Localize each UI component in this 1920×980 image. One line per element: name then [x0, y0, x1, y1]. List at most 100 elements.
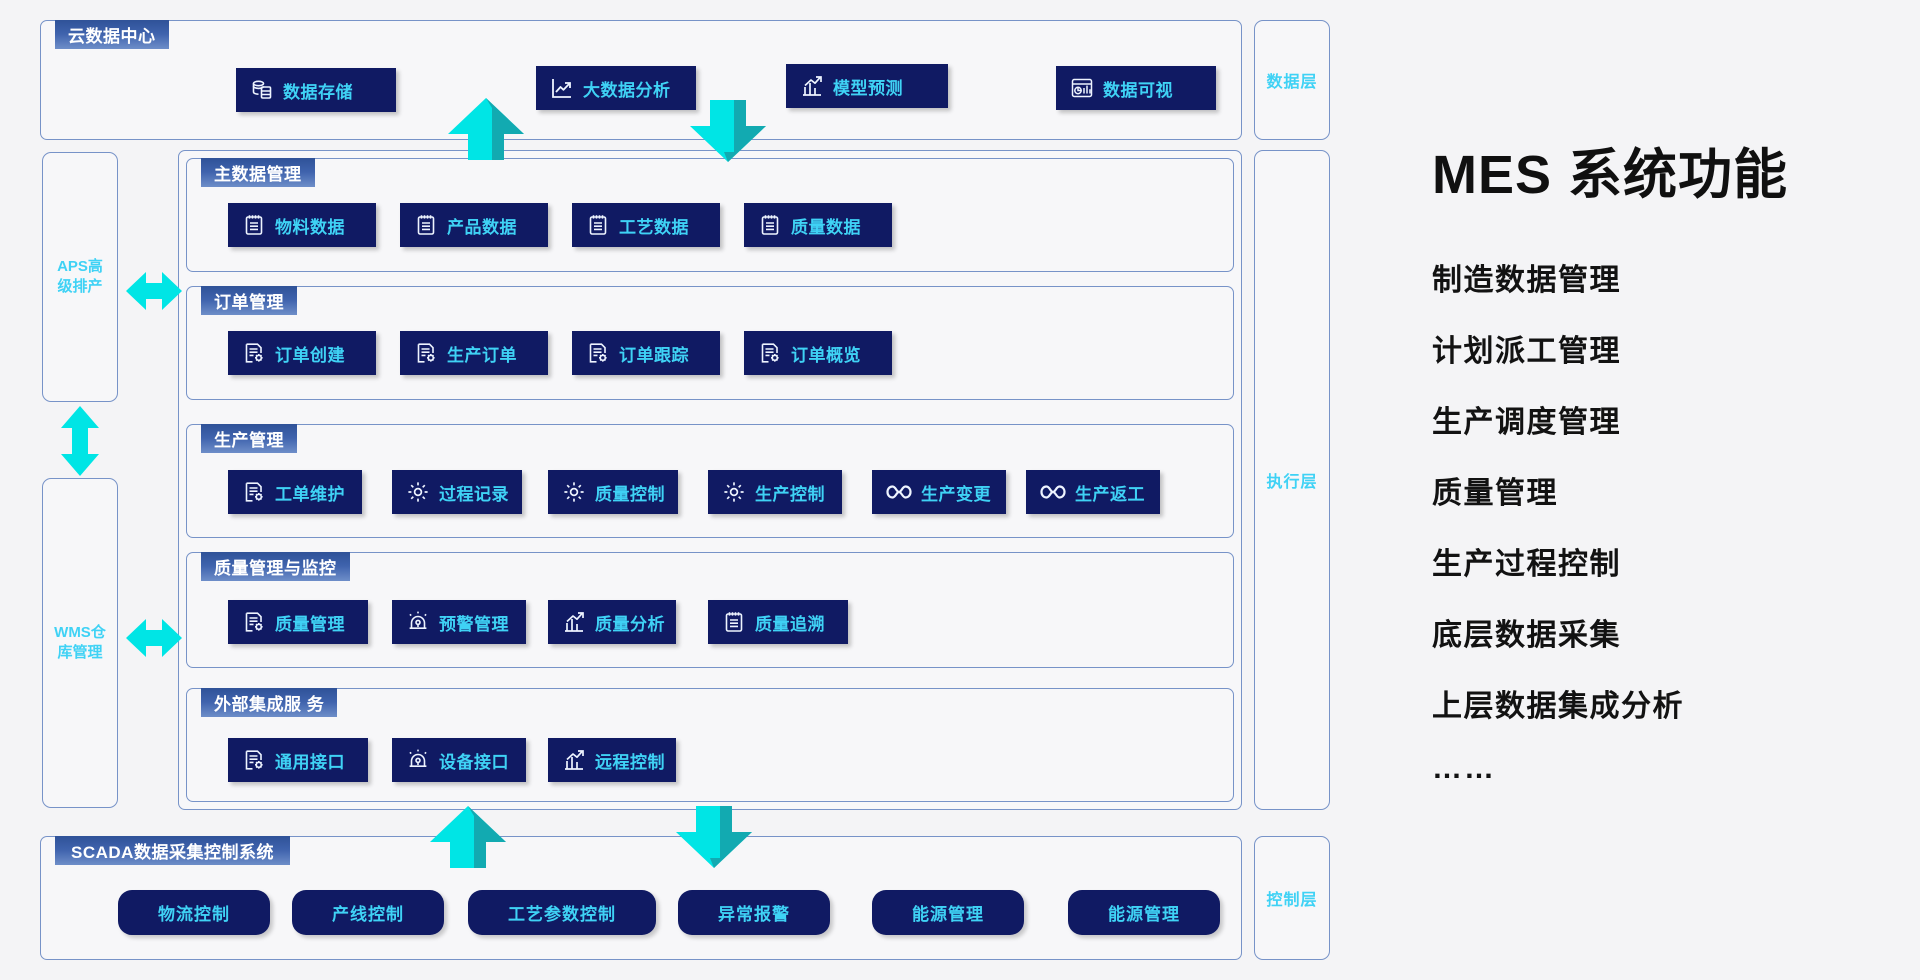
- cloud-button-label: 模型预测: [833, 78, 903, 98]
- master-data-button-label: 物料数据: [275, 217, 345, 237]
- quality-button-质量追溯[interactable]: 质量追溯: [708, 600, 848, 644]
- scada-button-物流控制-0[interactable]: 物流控制: [118, 890, 270, 935]
- order-button-订单跟踪[interactable]: 订单跟踪: [572, 331, 720, 375]
- production-button-工单维护[interactable]: 工单维护: [228, 470, 362, 514]
- production-button-label: 生产控制: [755, 484, 825, 504]
- quality-button-预警管理[interactable]: 预警管理: [392, 600, 526, 644]
- gear-icon: [562, 480, 586, 504]
- master-data-button-产品数据[interactable]: 产品数据: [400, 203, 548, 247]
- integration-button-设备接口[interactable]: 设备接口: [392, 738, 526, 782]
- scada-button-label: 能源管理: [912, 905, 984, 924]
- layer-chip-data: 数据层: [1254, 20, 1330, 140]
- feature-item: 生产过程控制: [1432, 548, 1621, 581]
- infinity-icon: [886, 481, 912, 503]
- bar-chart-arrow-icon: [562, 610, 586, 634]
- master-data-button-label: 产品数据: [447, 217, 517, 237]
- feature-item: 制造数据管理: [1432, 264, 1621, 297]
- cloud-button-大数据分析[interactable]: 大数据分析: [536, 66, 696, 110]
- order-button-label: 生产订单: [447, 345, 517, 365]
- production-button-label: 质量控制: [595, 484, 665, 504]
- quality-button-label: 预警管理: [439, 614, 509, 634]
- form-gear-icon: [242, 341, 266, 365]
- quality-button-质量分析[interactable]: 质量分析: [548, 600, 676, 644]
- scada-button-能源管理-4[interactable]: 能源管理: [872, 890, 1024, 935]
- quality-button-label: 质量管理: [275, 614, 345, 634]
- scada-button-label: 工艺参数控制: [508, 905, 616, 924]
- scada-button-工艺参数控制-2[interactable]: 工艺参数控制: [468, 890, 656, 935]
- scada-button-label: 产线控制: [332, 905, 404, 924]
- production-button-生产返工[interactable]: 生产返工: [1026, 470, 1160, 514]
- scada-button-异常报警-3[interactable]: 异常报警: [678, 890, 830, 935]
- section-title-production: 生产管理: [201, 424, 297, 453]
- clipboard-icon: [722, 610, 746, 634]
- infinity-icon: [1040, 481, 1066, 503]
- arrow-down-to-scada-icon: [676, 806, 752, 868]
- clipboard-icon: [414, 213, 438, 237]
- side-box-aps-label: APS高级排产: [57, 257, 103, 295]
- integration-button-通用接口[interactable]: 通用接口: [228, 738, 368, 782]
- clipboard-icon: [242, 213, 266, 237]
- integration-button-label: 远程控制: [595, 752, 665, 772]
- order-button-label: 订单跟踪: [619, 345, 689, 365]
- gear-icon: [406, 480, 430, 504]
- quality-button-质量管理[interactable]: 质量管理: [228, 600, 368, 644]
- order-button-生产订单[interactable]: 生产订单: [400, 331, 548, 375]
- integration-button-远程控制[interactable]: 远程控制: [548, 738, 676, 782]
- production-button-生产控制[interactable]: 生产控制: [708, 470, 842, 514]
- order-button-订单概览[interactable]: 订单概览: [744, 331, 892, 375]
- scada-button-能源管理-5[interactable]: 能源管理: [1068, 890, 1220, 935]
- line-chart-icon: [550, 76, 574, 100]
- form-gear-icon: [414, 341, 438, 365]
- page-title: MES 系统功能: [1432, 145, 1789, 205]
- production-button-生产变更[interactable]: 生产变更: [872, 470, 1006, 514]
- layer-chip-execution: 执行层: [1254, 150, 1330, 810]
- form-gear-icon: [242, 610, 266, 634]
- master-data-button-物料数据[interactable]: 物料数据: [228, 203, 376, 247]
- scada-button-label: 物流控制: [158, 905, 230, 924]
- arrow-double-aps-icon: [126, 272, 182, 310]
- arrow-double-wms-icon: [126, 619, 182, 657]
- master-data-button-label: 质量数据: [791, 217, 861, 237]
- cloud-button-label: 数据存储: [283, 82, 353, 102]
- arrow-up-to-cloud-icon: [448, 98, 524, 160]
- feature-list: 制造数据管理计划派工管理生产调度管理质量管理生产过程控制底层数据采集上层数据集成…: [1432, 255, 1872, 725]
- production-button-质量控制[interactable]: 质量控制: [548, 470, 678, 514]
- alarm-icon: [406, 610, 430, 634]
- clipboard-icon: [586, 213, 610, 237]
- section-title-quality: 质量管理与监控: [201, 552, 350, 581]
- production-button-label: 过程记录: [439, 484, 509, 504]
- production-button-过程记录[interactable]: 过程记录: [392, 470, 522, 514]
- arrow-down-from-cloud-icon: [690, 100, 766, 162]
- side-box-wms: WMS仓库管理: [42, 478, 118, 808]
- alarm-icon: [406, 748, 430, 772]
- section-title-master-data: 主数据管理: [201, 158, 315, 187]
- side-box-aps: APS高级排产: [42, 152, 118, 402]
- form-gear-icon: [242, 748, 266, 772]
- feature-item: 上层数据集成分析: [1432, 690, 1684, 723]
- layer-chip-control: 控制层: [1254, 836, 1330, 960]
- master-data-button-工艺数据[interactable]: 工艺数据: [572, 203, 720, 247]
- order-button-订单创建[interactable]: 订单创建: [228, 331, 376, 375]
- feature-item: 质量管理: [1432, 477, 1558, 510]
- feature-ellipsis: ……: [1432, 752, 1496, 785]
- quality-button-label: 质量分析: [595, 614, 665, 634]
- quality-button-label: 质量追溯: [755, 614, 825, 634]
- info-column: MES 系统功能 制造数据管理计划派工管理生产调度管理质量管理生产过程控制底层数…: [1432, 130, 1872, 786]
- scada-button-label: 异常报警: [718, 905, 790, 924]
- order-button-label: 订单创建: [275, 345, 345, 365]
- arrow-double-vertical-icon: [61, 406, 99, 476]
- gear-icon: [722, 480, 746, 504]
- side-box-wms-label: WMS仓库管理: [54, 623, 106, 661]
- database-icon: [250, 78, 274, 102]
- production-button-label: 生产变更: [921, 484, 991, 504]
- master-data-button-质量数据[interactable]: 质量数据: [744, 203, 892, 247]
- cloud-button-模型预测[interactable]: 模型预测: [786, 64, 948, 108]
- scada-button-产线控制-1[interactable]: 产线控制: [292, 890, 444, 935]
- cloud-button-数据可视[interactable]: 数据可视: [1056, 66, 1216, 110]
- cloud-button-数据存储[interactable]: 数据存储: [236, 68, 396, 112]
- section-title-integration: 外部集成服 务: [201, 688, 338, 717]
- feature-item: 计划派工管理: [1432, 335, 1621, 368]
- form-gear-icon: [242, 480, 266, 504]
- scada-button-label: 能源管理: [1108, 905, 1180, 924]
